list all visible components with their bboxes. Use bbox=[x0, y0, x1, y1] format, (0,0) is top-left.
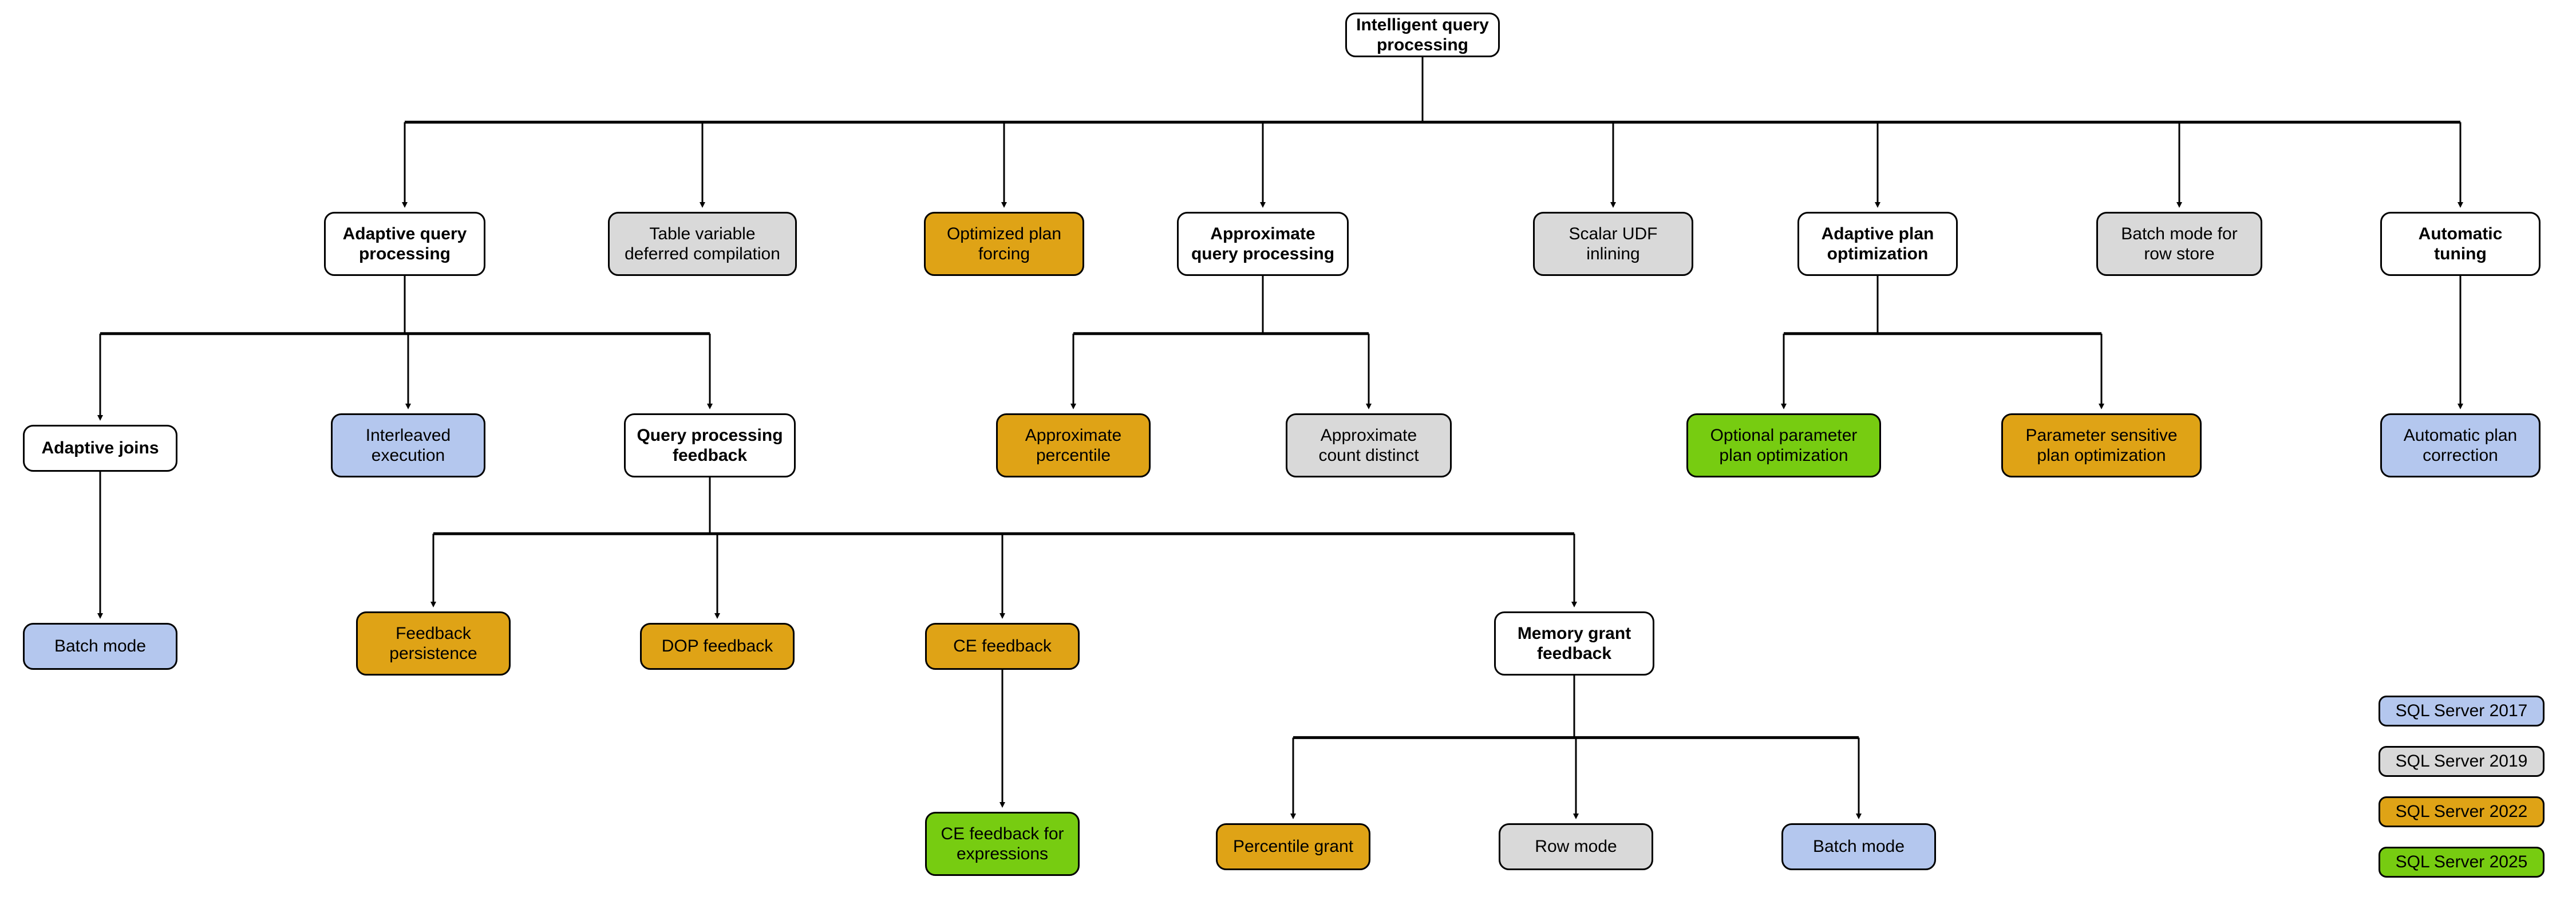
node-label: Percentile grant bbox=[1232, 837, 1354, 856]
node-label: Approximate percentile bbox=[1025, 425, 1122, 465]
legend-item-sql-server-2022: SQL Server 2022 bbox=[2379, 796, 2545, 827]
node-label: Automatic tuning bbox=[2418, 224, 2503, 263]
legend-label: SQL Server 2022 bbox=[2395, 802, 2528, 821]
node-sudf[interactable]: Scalar UDF inlining bbox=[1533, 212, 1693, 276]
node-label: Row mode bbox=[1535, 837, 1617, 856]
node-label: Automatic plan correction bbox=[2403, 425, 2518, 465]
node-label: Batch mode bbox=[54, 637, 147, 656]
node-qpf[interactable]: Query processing feedback bbox=[624, 413, 796, 477]
node-label: Query processing feedback bbox=[637, 425, 783, 465]
node-tvdc[interactable]: Table variable deferred compilation bbox=[608, 212, 797, 276]
node-label: CE feedback for expressions bbox=[941, 824, 1064, 863]
node-mgfb[interactable]: Memory grant feedback bbox=[1494, 611, 1654, 676]
legend-label: SQL Server 2025 bbox=[2395, 852, 2528, 871]
node-pspo[interactable]: Parameter sensitive plan optimization bbox=[2001, 413, 2202, 477]
node-rowmode[interactable]: Row mode bbox=[1499, 823, 1653, 870]
node-aqp[interactable]: Adaptive query processing bbox=[324, 212, 485, 276]
node-label: CE feedback bbox=[953, 637, 1052, 656]
node-label: Feedback persistence bbox=[389, 623, 477, 663]
node-label: Adaptive query processing bbox=[342, 224, 467, 263]
legend-label: SQL Server 2017 bbox=[2395, 701, 2528, 720]
legend-item-sql-server-2017: SQL Server 2017 bbox=[2379, 696, 2545, 727]
node-root[interactable]: Intelligent query processing bbox=[1345, 13, 1500, 57]
legend-item-sql-server-2025: SQL Server 2025 bbox=[2379, 847, 2545, 878]
node-label: Batch mode for row store bbox=[2121, 224, 2238, 263]
node-label: Scalar UDF inlining bbox=[1568, 224, 1658, 263]
node-label: Adaptive plan optimization bbox=[1821, 224, 1934, 263]
node-label: Parameter sensitive plan optimization bbox=[2025, 425, 2178, 465]
node-cefb[interactable]: CE feedback bbox=[925, 623, 1080, 670]
node-label: Adaptive joins bbox=[41, 439, 159, 458]
node-label: Intelligent query processing bbox=[1356, 15, 1489, 54]
node-label: Table variable deferred compilation bbox=[625, 224, 780, 263]
node-interleav[interactable]: Interleaved execution bbox=[331, 413, 485, 477]
node-dopfb[interactable]: DOP feedback bbox=[640, 623, 795, 670]
node-apc[interactable]: Automatic plan correction bbox=[2380, 413, 2541, 477]
legend-item-sql-server-2019: SQL Server 2019 bbox=[2379, 746, 2545, 777]
node-fbpersist[interactable]: Feedback persistence bbox=[356, 611, 511, 676]
node-label: Memory grant feedback bbox=[1517, 623, 1631, 663]
node-apo[interactable]: Adaptive plan optimization bbox=[1797, 212, 1958, 276]
node-cefbexpr[interactable]: CE feedback for expressions bbox=[925, 812, 1080, 876]
node-approxpct[interactable]: Approximate percentile bbox=[996, 413, 1151, 477]
node-bmrs[interactable]: Batch mode for row store bbox=[2096, 212, 2262, 276]
node-adjoins[interactable]: Adaptive joins bbox=[23, 425, 177, 472]
legend-label: SQL Server 2019 bbox=[2395, 752, 2528, 771]
node-approxcd[interactable]: Approximate count distinct bbox=[1286, 413, 1452, 477]
node-opf[interactable]: Optimized plan forcing bbox=[924, 212, 1084, 276]
node-label: Approximate query processing bbox=[1191, 224, 1335, 263]
node-batchmode2[interactable]: Batch mode bbox=[1781, 823, 1936, 870]
node-batchmode1[interactable]: Batch mode bbox=[23, 623, 177, 670]
node-pctgrant[interactable]: Percentile grant bbox=[1216, 823, 1370, 870]
node-label: Interleaved execution bbox=[365, 425, 451, 465]
node-approxqp[interactable]: Approximate query processing bbox=[1177, 212, 1349, 276]
node-label: Optimized plan forcing bbox=[946, 224, 1062, 263]
node-label: Optional parameter plan optimization bbox=[1710, 425, 1858, 465]
node-label: DOP feedback bbox=[661, 637, 773, 656]
node-label: Batch mode bbox=[1812, 837, 1905, 856]
node-label: Approximate count distinct bbox=[1318, 425, 1419, 465]
node-oppo[interactable]: Optional parameter plan optimization bbox=[1686, 413, 1881, 477]
node-autotune[interactable]: Automatic tuning bbox=[2380, 212, 2541, 276]
